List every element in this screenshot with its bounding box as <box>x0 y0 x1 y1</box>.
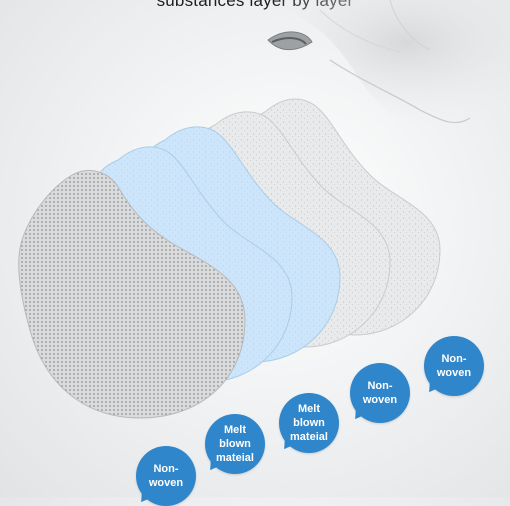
layer-2-label-line1: Melt <box>223 424 246 436</box>
headline: substances layer by layer <box>156 0 354 10</box>
layer-2-label-line2: blown <box>219 438 251 450</box>
layer-4-label-line2: woven <box>362 394 398 406</box>
layer-3-label-line2: blown <box>293 417 325 429</box>
layer-1-shape <box>18 170 246 419</box>
layer-2-label-line3: mateial <box>216 452 254 464</box>
layer-5-label-line1: Non- <box>441 353 467 365</box>
layer-3-bubble: Melt blown mateial <box>279 393 339 453</box>
layer-4-label-line1: Non- <box>367 380 393 392</box>
layer-5-label-line2: woven <box>436 367 472 379</box>
layer-1-bubble: Non- woven <box>136 446 196 506</box>
layer-5-bubble: Non- woven <box>424 336 484 396</box>
layer-3-label-line3: mateial <box>290 431 328 443</box>
face-outline <box>250 0 510 143</box>
layer-1-label-line1: Non- <box>153 463 179 475</box>
layer-1-label-line2: woven <box>148 477 184 489</box>
layer-4-bubble: Non- woven <box>350 363 410 423</box>
layer-3-label-line1: Melt <box>297 403 320 415</box>
layer-2-bubble: Melt blown mateial <box>205 414 265 474</box>
